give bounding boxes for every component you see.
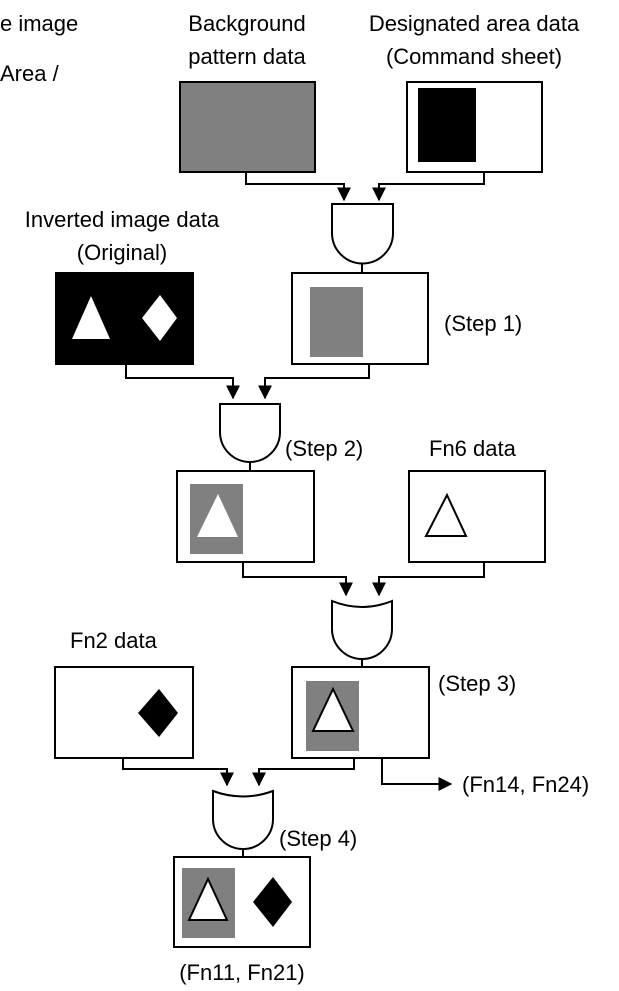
step4-triangle [187, 876, 229, 921]
edge-step3-to-fn14-fn24 [381, 758, 453, 791]
step2-label: (Step 2) [285, 436, 363, 461]
step3-triangle [311, 686, 355, 732]
fn6-triangle [424, 492, 468, 537]
inverted-image-diamond [142, 295, 177, 341]
edge-fn2-to-gate4 [122, 758, 234, 787]
inverted-image-label-line1: Inverted image data [25, 207, 220, 232]
designated-area-black-rect [418, 88, 476, 162]
cropped-label-image: e image [0, 11, 78, 36]
fn14-fn24-label: (Fn14, Fn24) [462, 772, 589, 797]
fn2-label: Fn2 data [70, 628, 158, 653]
edge-step3-to-gate4 [252, 758, 355, 787]
edge-step2-to-gate3 [242, 562, 353, 597]
or-gate-3 [331, 599, 393, 660]
edge-step1-to-gate2 [258, 364, 370, 400]
fn6-label: Fn6 data [429, 436, 517, 461]
background-pattern-label-line2: pattern data [188, 44, 306, 69]
edge-inverted-to-gate2 [125, 364, 240, 400]
step1-gray-rect [310, 287, 363, 357]
fn11-fn21-label: (Fn11, Fn21) [179, 960, 305, 985]
step4-diamond [253, 877, 292, 927]
fn6-box [408, 470, 546, 563]
edge-designated-to-gate1 [372, 172, 485, 202]
fn2-diamond [138, 689, 178, 737]
edge-fn6-to-gate3 [372, 562, 485, 597]
inverted-image-triangle [72, 296, 110, 339]
or-gate-4 [212, 789, 274, 850]
and-gate-1 [331, 203, 394, 265]
edge-background-to-gate1 [245, 172, 351, 202]
step3-label: (Step 3) [438, 671, 516, 696]
and-gate-2 [219, 403, 281, 463]
designated-area-label-line2: (Command sheet) [386, 44, 562, 69]
step2-triangle [197, 494, 238, 537]
inverted-image-label-line2: (Original) [77, 240, 167, 265]
step1-label: (Step 1) [444, 311, 522, 336]
background-pattern-box [179, 81, 316, 173]
designated-area-label-line1: Designated area data [369, 11, 580, 36]
background-pattern-label-line1: Background [188, 11, 305, 36]
step4-label: (Step 4) [279, 826, 357, 851]
cropped-label-area: Area / [0, 61, 60, 86]
